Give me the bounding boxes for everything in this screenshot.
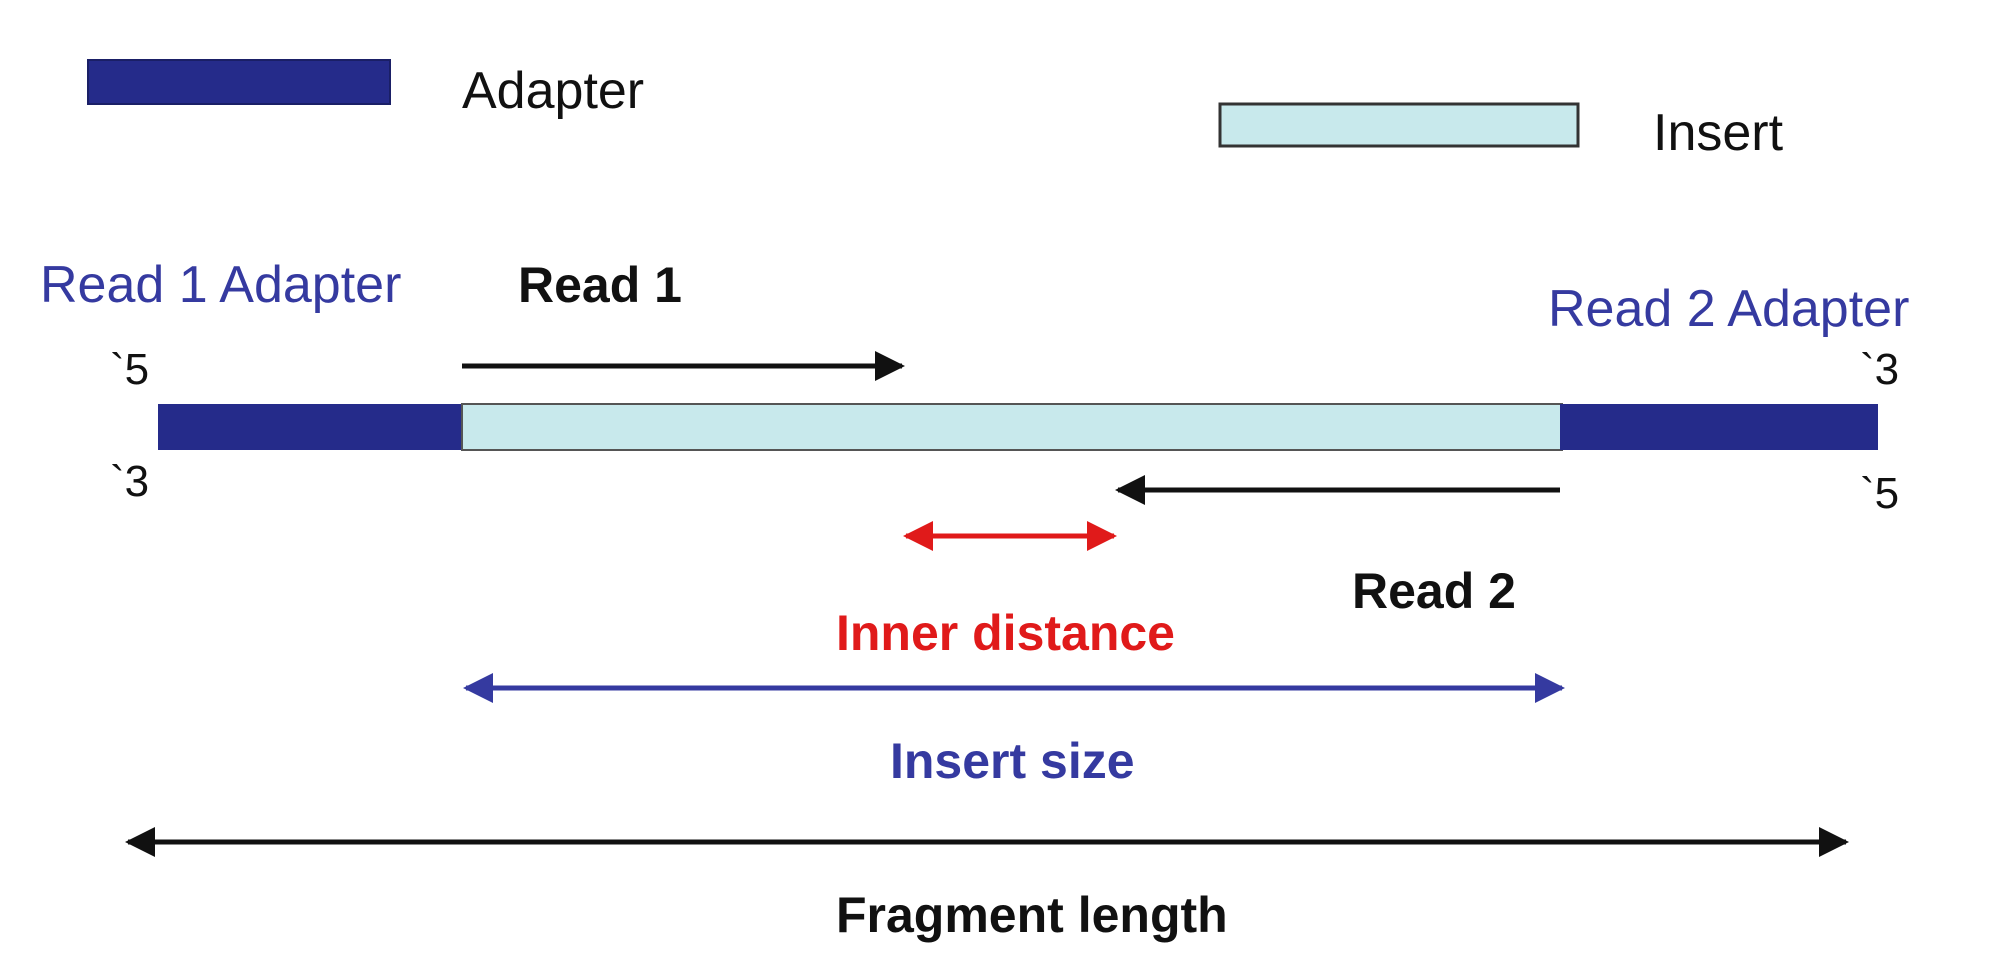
fragment-length-label: Fragment length (836, 887, 1228, 943)
legend-adapter-label: Adapter (462, 62, 644, 120)
right-adapter-segment (1560, 404, 1878, 450)
right-bottom-end-label: `5 (1860, 469, 1899, 518)
read1-adapter-label: Read 1 Adapter (40, 256, 401, 314)
legend-adapter-swatch (87, 59, 391, 105)
inner-distance-label: Inner distance (836, 605, 1175, 661)
legend-insert-swatch (1218, 102, 1580, 148)
left-adapter-segment (158, 404, 464, 450)
left-top-end-label: `5 (110, 345, 149, 394)
insert-segment (461, 403, 1563, 451)
read1-label: Read 1 (518, 257, 682, 313)
read2-label: Read 2 (1352, 563, 1516, 619)
left-bottom-end-label: `3 (110, 457, 149, 506)
legend-insert-label: Insert (1653, 104, 1784, 162)
right-top-end-label: `3 (1860, 345, 1899, 394)
insert-size-label: Insert size (890, 733, 1135, 789)
read2-adapter-label: Read 2 Adapter (1548, 280, 1909, 338)
